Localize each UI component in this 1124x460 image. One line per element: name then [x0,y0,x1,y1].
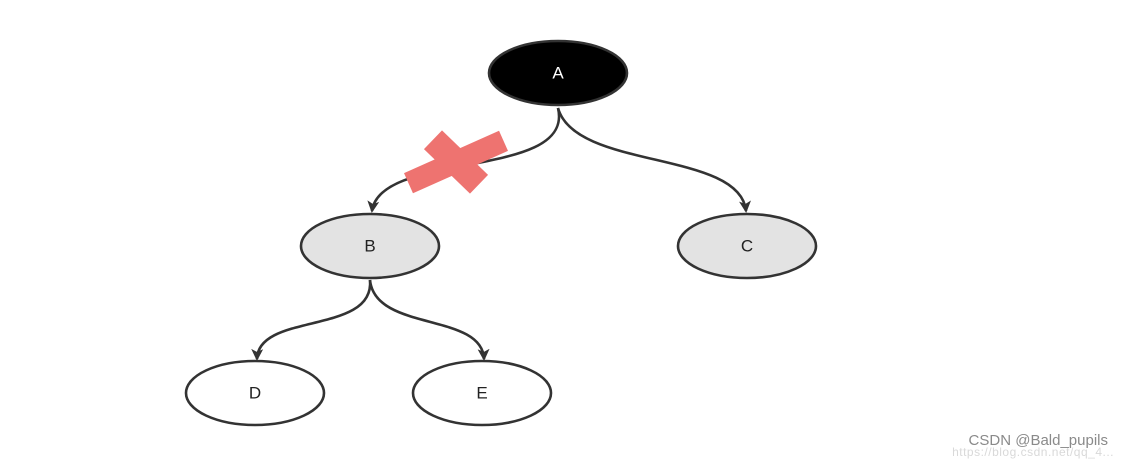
edge-b-e [368,279,490,361]
node-d-label: D [249,384,261,403]
node-c: C [676,212,818,280]
edge-a-c [556,107,751,213]
node-c-label: C [741,237,753,256]
node-a-label: A [552,64,564,83]
node-e-label: E [476,384,487,403]
removed-edge-cross-icon [404,130,508,194]
watermark-url: https://blog.csdn.net/qq_4... [952,445,1114,459]
node-a: A [487,39,629,107]
node-d: D [184,359,326,427]
node-b: B [299,212,441,280]
node-e: E [411,359,553,427]
edge-b-d [251,279,372,361]
node-b-label: B [364,237,375,256]
watermark-text: CSDN @Bald_pupils [968,432,1108,449]
